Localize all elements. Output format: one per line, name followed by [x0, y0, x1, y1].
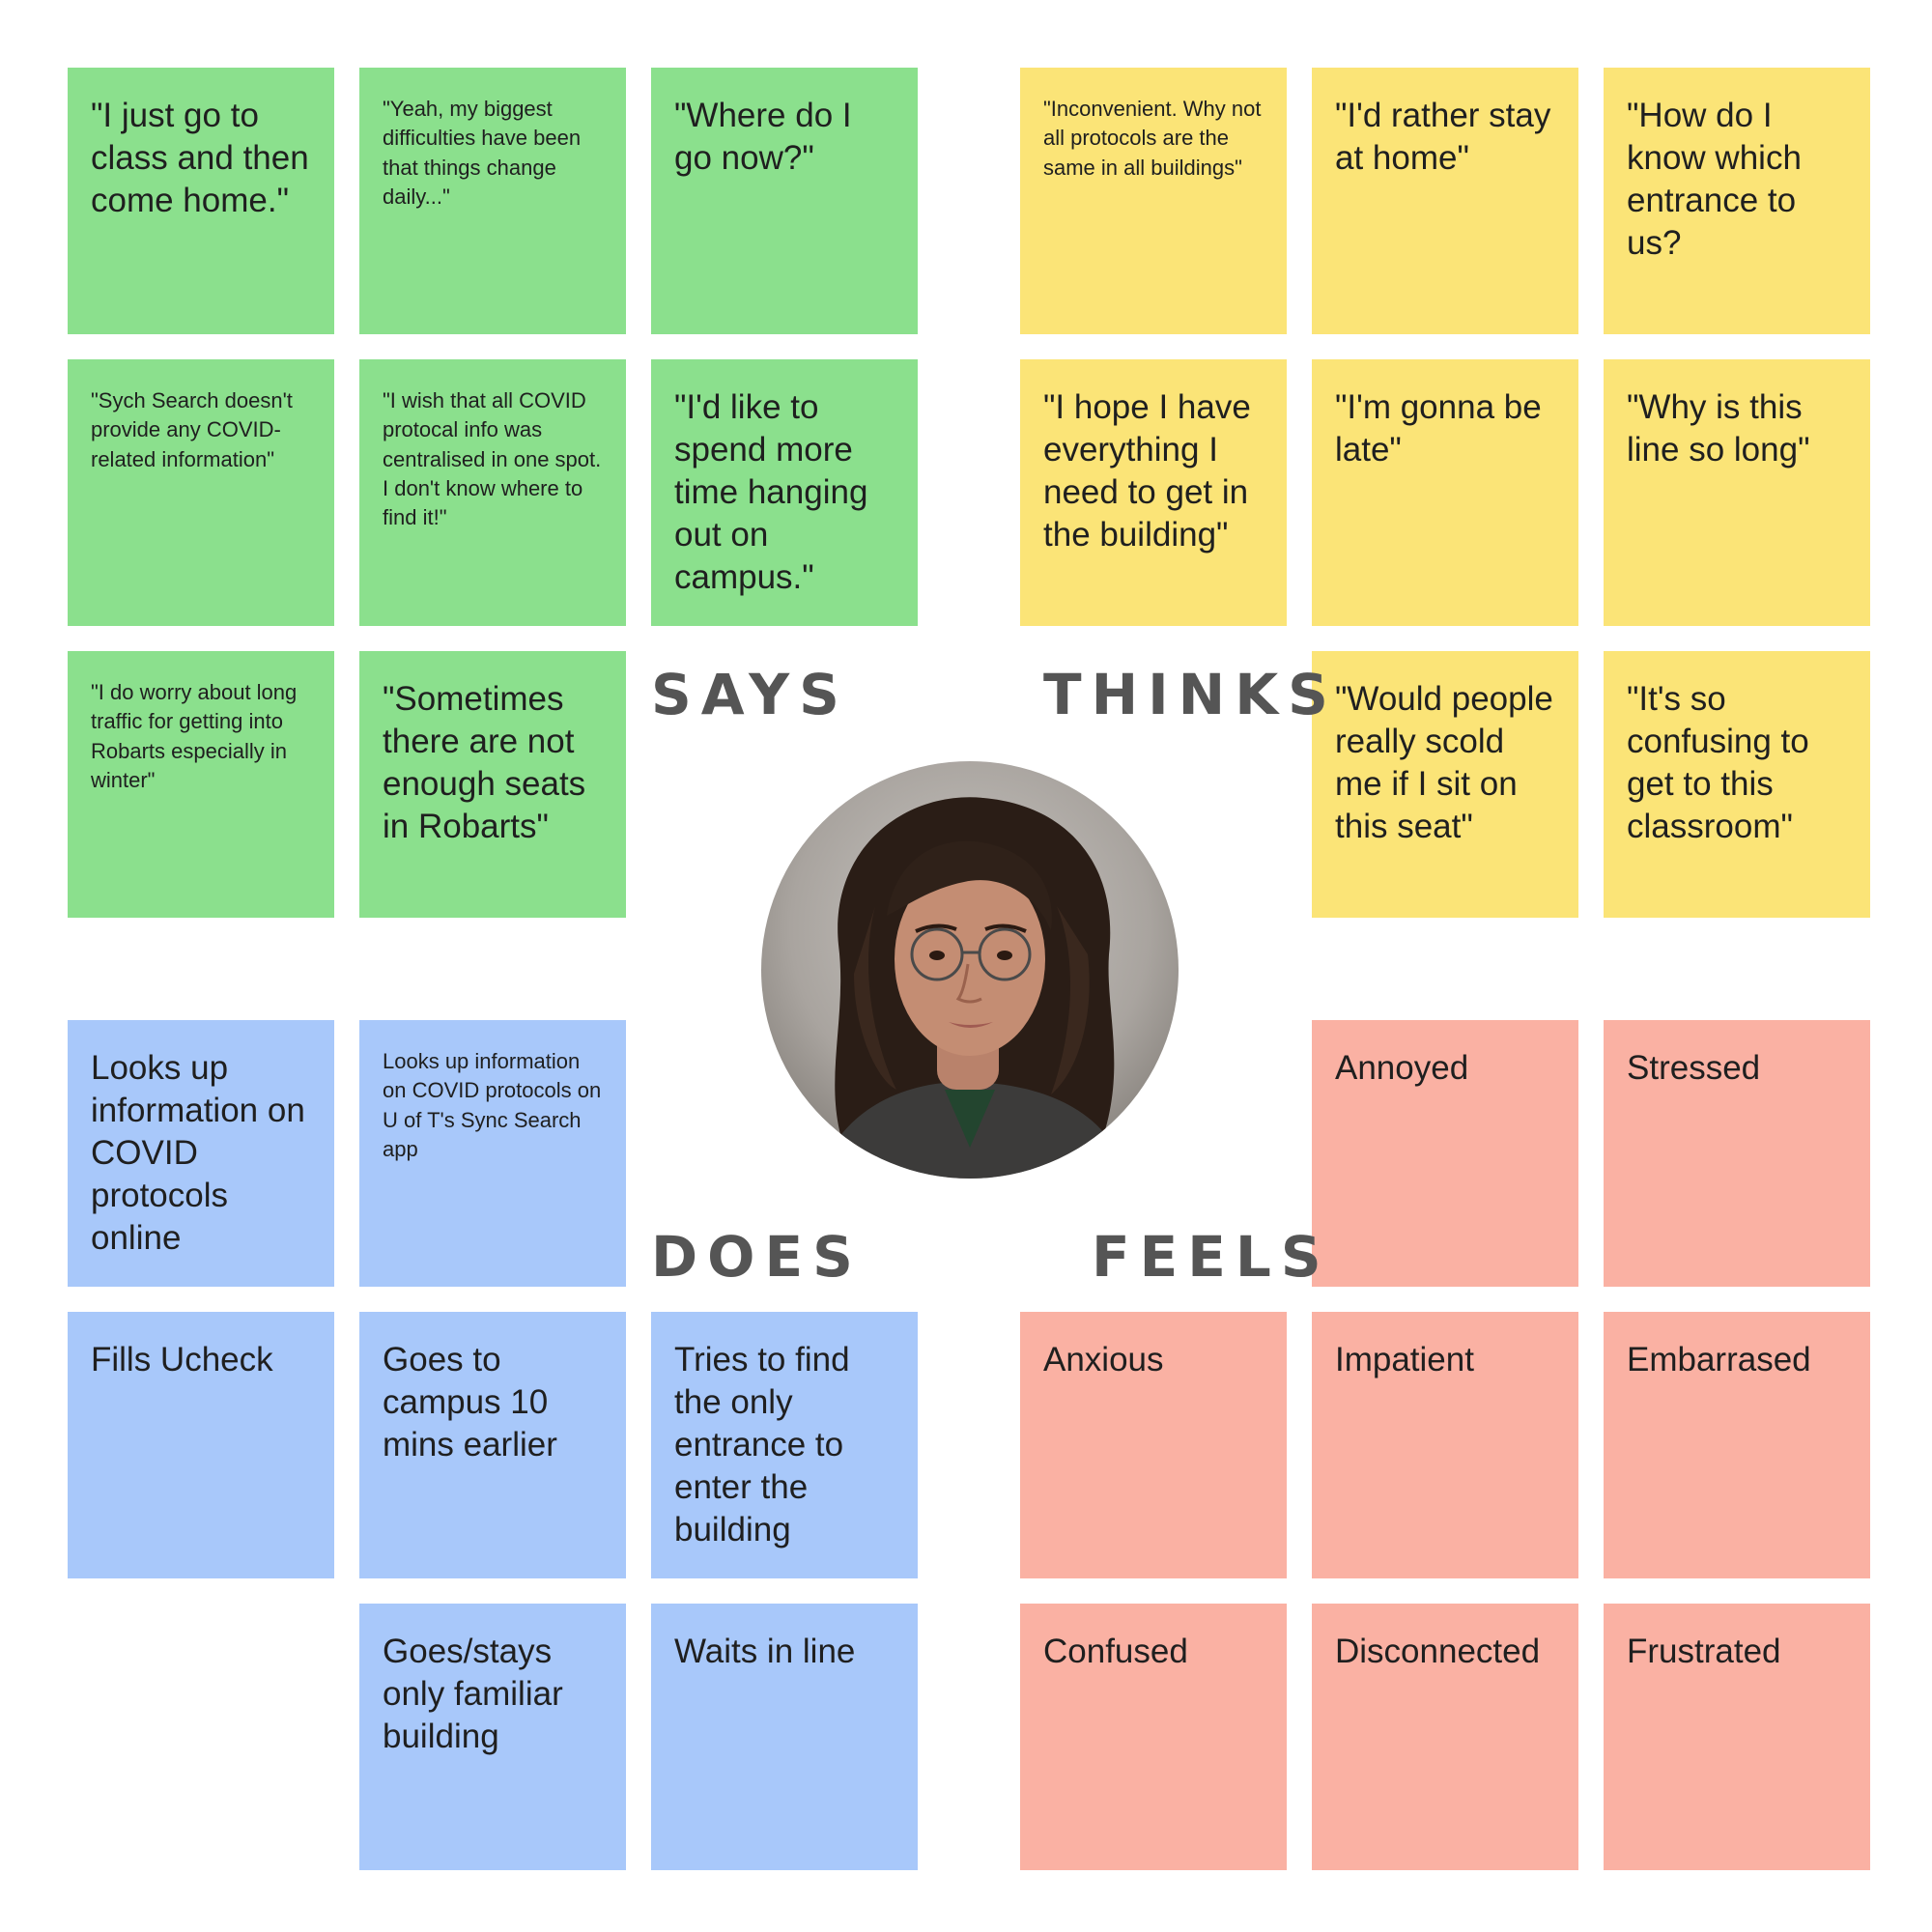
- does-note[interactable]: Waits in line: [651, 1604, 918, 1870]
- note-text: Looks up information on COVID protocols …: [91, 1049, 305, 1258]
- does-note[interactable]: Looks up information on COVID protocols …: [359, 1020, 626, 1287]
- feels-label: FEELS: [1092, 1224, 1331, 1290]
- note-text: Embarrased: [1627, 1341, 1811, 1378]
- note-text: "I'd like to spend more time hanging out…: [674, 388, 868, 597]
- note-text: "Yeah, my biggest difficulties have been…: [383, 97, 582, 210]
- feels-note[interactable]: Disconnected: [1312, 1604, 1578, 1870]
- note-text: "Sych Search doesn't provide any COVID-r…: [91, 388, 293, 471]
- does-label: DOES: [651, 1224, 863, 1290]
- thinks-note[interactable]: "I'm gonna be late": [1312, 359, 1578, 626]
- avatar: [761, 761, 1179, 1179]
- says-note[interactable]: "Where do I go now?": [651, 68, 918, 334]
- says-note[interactable]: "I wish that all COVID protocal info was…: [359, 359, 626, 626]
- note-text: Waits in line: [674, 1633, 856, 1670]
- note-text: Anxious: [1043, 1341, 1164, 1378]
- note-text: "I'd rather stay at home": [1335, 97, 1551, 178]
- thinks-note[interactable]: "Would people really scold me if I sit o…: [1312, 651, 1578, 918]
- thinks-label: THINKS: [1043, 662, 1338, 727]
- note-text: "I hope I have everything I need to get …: [1043, 388, 1251, 554]
- thinks-note[interactable]: "It's so confusing to get to this classr…: [1604, 651, 1870, 918]
- note-text: "Inconvenient. Why not all protocols are…: [1043, 97, 1262, 180]
- note-text: Frustrated: [1627, 1633, 1781, 1670]
- says-note[interactable]: "Sych Search doesn't provide any COVID-r…: [68, 359, 334, 626]
- says-note[interactable]: "I just go to class and then come home.": [68, 68, 334, 334]
- note-text: "I wish that all COVID protocal info was…: [383, 388, 602, 530]
- feels-note[interactable]: Confused: [1020, 1604, 1287, 1870]
- thinks-note[interactable]: "I'd rather stay at home": [1312, 68, 1578, 334]
- note-text: "Would people really scold me if I sit o…: [1335, 680, 1553, 846]
- feels-note[interactable]: Frustrated: [1604, 1604, 1870, 1870]
- note-text: Goes/stays only familiar building: [383, 1633, 563, 1756]
- thinks-note[interactable]: "I hope I have everything I need to get …: [1020, 359, 1287, 626]
- note-text: "Sometimes there are not enough seats in…: [383, 680, 586, 846]
- note-text: "Why is this line so long": [1627, 388, 1810, 469]
- note-text: "I just go to class and then come home.": [91, 97, 309, 220]
- says-note[interactable]: "Yeah, my biggest difficulties have been…: [359, 68, 626, 334]
- thinks-note[interactable]: "Inconvenient. Why not all protocols are…: [1020, 68, 1287, 334]
- feels-note[interactable]: Embarrased: [1604, 1312, 1870, 1578]
- note-text: Goes to campus 10 mins earlier: [383, 1341, 557, 1464]
- note-text: Tries to find the only entrance to enter…: [674, 1341, 850, 1549]
- note-text: "It's so confusing to get to this classr…: [1627, 680, 1809, 846]
- note-text: "How do I know which entrance to us?: [1627, 97, 1802, 263]
- thinks-note[interactable]: "How do I know which entrance to us?: [1604, 68, 1870, 334]
- says-note[interactable]: "Sometimes there are not enough seats in…: [359, 651, 626, 918]
- does-note[interactable]: Looks up information on COVID protocols …: [68, 1020, 334, 1287]
- note-text: "Where do I go now?": [674, 97, 852, 178]
- says-note[interactable]: "I'd like to spend more time hanging out…: [651, 359, 918, 626]
- note-text: Impatient: [1335, 1341, 1474, 1378]
- note-text: Annoyed: [1335, 1049, 1469, 1087]
- does-note[interactable]: Goes to campus 10 mins earlier: [359, 1312, 626, 1578]
- feels-note[interactable]: Annoyed: [1312, 1020, 1578, 1287]
- does-note[interactable]: Goes/stays only familiar building: [359, 1604, 626, 1870]
- note-text: Stressed: [1627, 1049, 1761, 1087]
- note-text: Disconnected: [1335, 1633, 1541, 1670]
- note-text: "I'm gonna be late": [1335, 388, 1542, 469]
- feels-note[interactable]: Impatient: [1312, 1312, 1578, 1578]
- does-note[interactable]: Tries to find the only entrance to enter…: [651, 1312, 918, 1578]
- note-text: Fills Ucheck: [91, 1341, 273, 1378]
- feels-note[interactable]: Stressed: [1604, 1020, 1870, 1287]
- says-note[interactable]: "I do worry about long traffic for getti…: [68, 651, 334, 918]
- note-text: "I do worry about long traffic for getti…: [91, 680, 298, 793]
- thinks-note[interactable]: "Why is this line so long": [1604, 359, 1870, 626]
- note-text: Confused: [1043, 1633, 1188, 1670]
- note-text: Looks up information on COVID protocols …: [383, 1049, 602, 1162]
- person-portrait-icon: [819, 797, 1128, 1179]
- feels-note[interactable]: Anxious: [1020, 1312, 1287, 1578]
- does-note[interactable]: Fills Ucheck: [68, 1312, 334, 1578]
- says-label: SAYS: [651, 662, 849, 727]
